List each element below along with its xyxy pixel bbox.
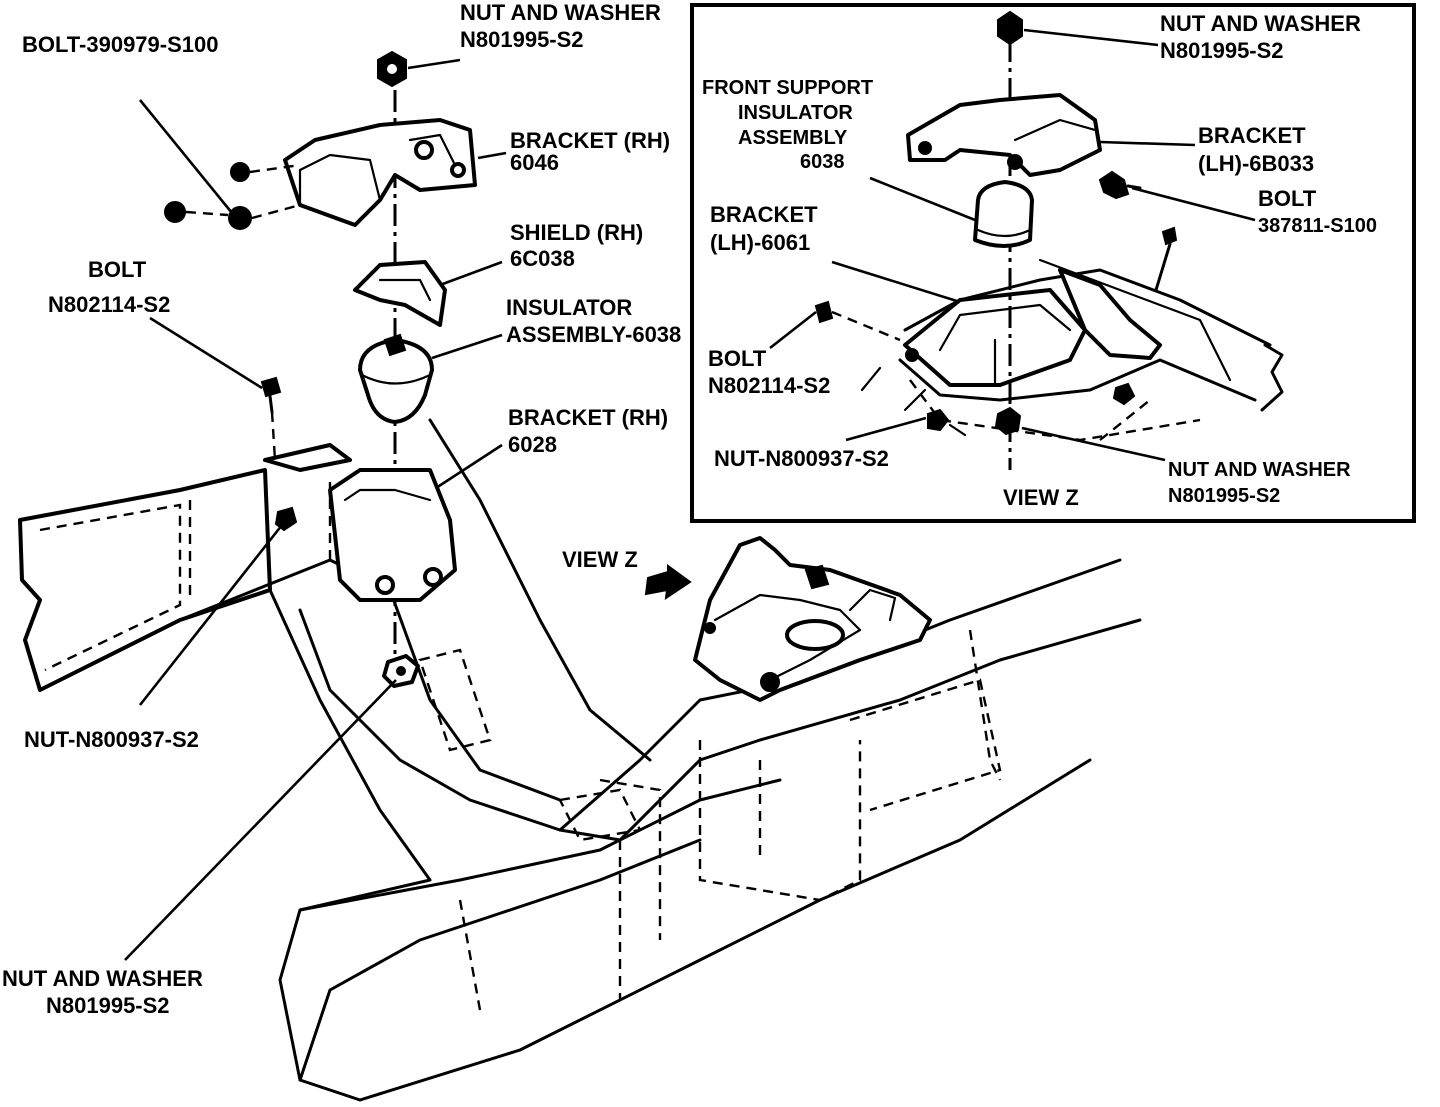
view-z-mount xyxy=(693,536,932,702)
nut-icon xyxy=(927,382,1136,436)
nut-icon xyxy=(997,10,1023,46)
label-bracket-rh-6028-2: 6028 xyxy=(508,432,557,457)
inset-label-bolt-right-2: 387811-S100 xyxy=(1258,215,1377,237)
nut-icon xyxy=(377,50,407,88)
inset-label-front-support-4: 6038 xyxy=(800,151,845,173)
inset-label-bracket-6061-2: (LH)-6061 xyxy=(710,230,810,255)
label-bolt-390979: BOLT-390979-S100 xyxy=(22,32,218,57)
inset-label-bolt-left-2: N802114-S2 xyxy=(708,373,830,398)
leader-lines-main xyxy=(124,58,507,961)
bolt-icon xyxy=(260,376,282,461)
inset-label-nut-washer-top-2: N801995-S2 xyxy=(1160,38,1284,63)
bracket-rh-6028 xyxy=(263,443,457,602)
inset-view-z: NUT AND WASHER N801995-S2 FRONT SUPPORT … xyxy=(690,3,1416,523)
inset-label-front-support-3: ASSEMBLY xyxy=(738,127,848,149)
nut-icon xyxy=(274,506,298,532)
label-nut-washer-top-1: NUT AND WASHER xyxy=(460,0,661,25)
label-nut-washer-bottom-1: NUT AND WASHER xyxy=(2,966,203,991)
inset-label-bracket-6061-1: BRACKET xyxy=(710,202,818,227)
label-bolt-left-2: N802114-S2 xyxy=(48,292,170,317)
label-nut-washer-bottom-2: N801995-S2 xyxy=(46,993,170,1018)
label-bracket-rh-6046-2: 6046 xyxy=(510,150,559,175)
bolt-icon xyxy=(164,162,301,230)
frame-rail xyxy=(18,418,1142,1102)
label-insulator-2: ASSEMBLY-6038 xyxy=(506,322,681,347)
insulator-assembly xyxy=(358,333,434,424)
main-labels: NUT AND WASHER N801995-S2 BOLT-390979-S1… xyxy=(2,0,681,1018)
label-bolt-left-1: BOLT xyxy=(88,257,147,282)
nut-icon xyxy=(382,654,420,688)
label-view-z-arrow: VIEW Z xyxy=(562,547,638,572)
bolt-icon xyxy=(814,170,1178,342)
inset-label-bolt-right-1: BOLT xyxy=(1258,186,1317,211)
inset-label-front-support-2: INSULATOR xyxy=(738,102,853,124)
label-shield-rh-2: 6C038 xyxy=(510,246,575,271)
exploded-mount-assembly xyxy=(164,50,477,688)
arrow-icon xyxy=(644,564,692,601)
inset-label-nut-washer-bottom-2: N801995-S2 xyxy=(1168,485,1280,507)
label-bracket-rh-6046-1: BRACKET (RH) xyxy=(510,128,670,153)
inset-label-front-support-1: FRONT SUPPORT xyxy=(702,77,873,99)
label-nut-left: NUT-N800937-S2 xyxy=(24,727,199,752)
label-insulator-1: INSULATOR xyxy=(506,295,632,320)
inset-label-bolt-left-1: BOLT xyxy=(708,346,767,371)
inset-label-nut-washer-bottom-1: NUT AND WASHER xyxy=(1168,459,1351,481)
inset-label-nut-washer-top-1: NUT AND WASHER xyxy=(1160,11,1361,36)
inset-label-bracket-6b033-2: (LH)-6B033 xyxy=(1198,151,1314,176)
label-shield-rh-1: SHIELD (RH) xyxy=(510,220,643,245)
label-nut-washer-top-2: N801995-S2 xyxy=(460,27,584,52)
shield-rh xyxy=(353,260,447,327)
inset-label-bracket-6b033-1: BRACKET xyxy=(1198,123,1306,148)
label-bracket-rh-6028-1: BRACKET (RH) xyxy=(508,405,668,430)
inset-label-nut: NUT-N800937-S2 xyxy=(714,446,889,471)
inset-title-view-z: VIEW Z xyxy=(1003,485,1079,510)
bracket-rh-6046 xyxy=(283,118,477,227)
